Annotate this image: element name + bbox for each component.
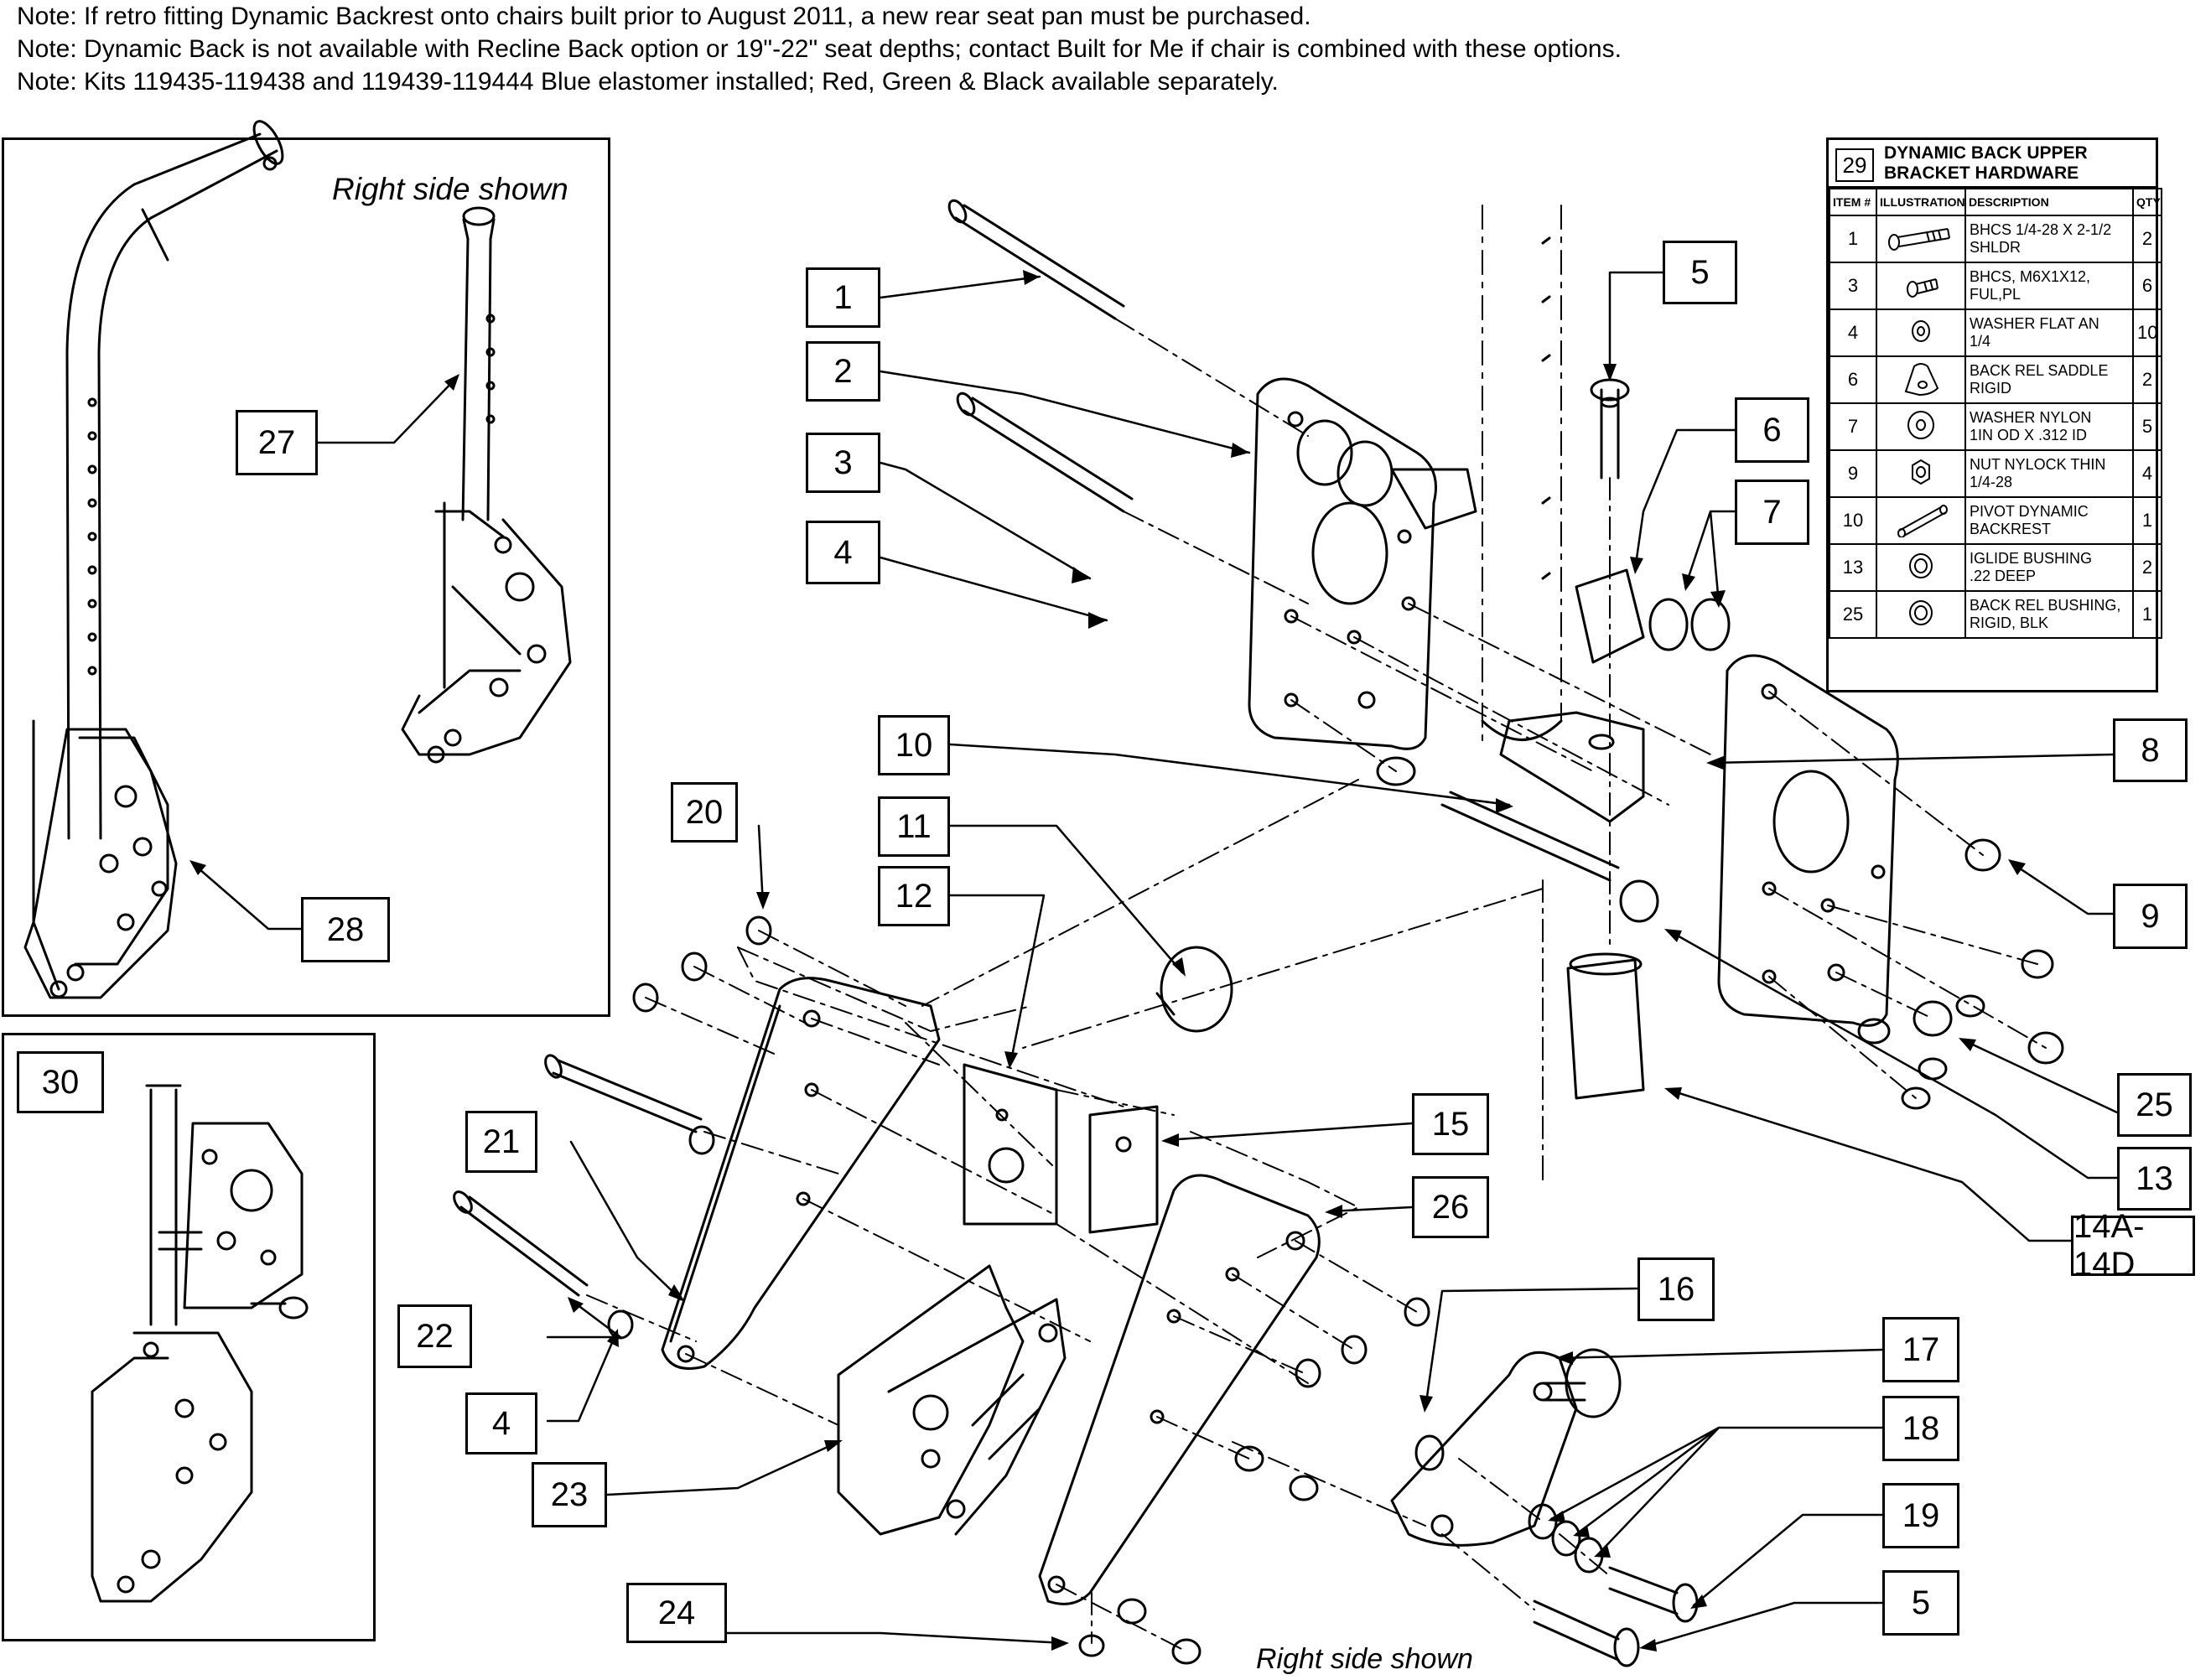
small-hardware-drawings (607, 915, 1430, 1665)
saddle-icon (1876, 355, 1966, 404)
callout-25: 25 (2117, 1073, 2192, 1137)
callout-9: 9 (2113, 884, 2188, 949)
mechanism-body-drawing (837, 1264, 1067, 1536)
hardware-table-number: 29 (1835, 148, 1874, 182)
callout-3: 3 (806, 433, 880, 493)
callout-10: 10 (878, 715, 950, 775)
callout-28: 28 (301, 897, 390, 962)
column-header: QTY (2132, 188, 2162, 216)
callout-12: 12 (878, 866, 950, 926)
washer-icon (1876, 309, 1966, 357)
hardware-table-grid: ITEM # ILLUSTRATION DESCRIPTION QTY 1 BH… (1829, 188, 2162, 639)
adjustment-holes (87, 397, 97, 676)
lower-bracket-plates (661, 977, 1321, 1605)
callout-21: 21 (465, 1111, 537, 1173)
table-row: 13 IGLIDE BUSHING.22 DEEP 2 (1829, 543, 2162, 592)
column-header: ILLUSTRATION (1876, 188, 1966, 216)
note-line: Note: Kits 119435-119438 and 119439-1194… (17, 68, 1279, 96)
callout-26: 26 (1412, 1176, 1489, 1238)
hardware-table-header: 29 DYNAMIC BACK UPPER BRACKET HARDWARE (1829, 140, 2156, 188)
table-row: 25 BACK REL BUSHING,RIGID, BLK 1 (1829, 590, 2162, 639)
screw-icon (1876, 215, 1966, 263)
main-caption: Right side shown (1256, 1643, 1473, 1675)
callout-7: 7 (1735, 480, 1809, 545)
note-line: Note: If retro fitting Dynamic Backrest … (17, 3, 1311, 30)
notes-block: Note: If retro fitting Dynamic Backrest … (17, 0, 1861, 98)
inset-caption: Right side shown (332, 172, 568, 206)
backrest-post-drawing (1481, 205, 1645, 823)
callout-17: 17 (1882, 1317, 1959, 1382)
callout-19: 19 (1882, 1483, 1959, 1548)
hardware-table-title: DYNAMIC BACK UPPER BRACKET HARDWARE (1884, 143, 2088, 183)
callout-5-lower: 5 (1882, 1570, 1959, 1636)
callout-14a-14d: 14A-14D (2071, 1208, 2195, 1283)
callout-15: 15 (1412, 1093, 1489, 1155)
bushing-icon (1876, 590, 1966, 639)
callout-30: 30 (17, 1051, 104, 1113)
callout-24: 24 (626, 1583, 727, 1643)
callout-8: 8 (2113, 718, 2188, 782)
callout-6: 6 (1735, 397, 1809, 463)
assembled-mechanism-drawing (91, 1084, 309, 1603)
linkage-arm-drawing (1390, 1348, 1699, 1667)
callout-5: 5 (1663, 241, 1737, 304)
arrowheads (189, 270, 2026, 1651)
callout-22: 22 (397, 1304, 472, 1368)
pin-icon (1876, 496, 1966, 545)
callout-4: 4 (806, 521, 880, 584)
bushing-icon (1876, 543, 1966, 592)
table-header-row: ITEM # ILLUSTRATION DESCRIPTION QTY (1829, 188, 2162, 216)
leader-lines (191, 271, 2119, 1649)
callout-2: 2 (806, 341, 880, 402)
callout-1: 1 (806, 267, 880, 328)
screw-icon (1876, 262, 1966, 310)
callout-27: 27 (236, 410, 318, 475)
column-header: DESCRIPTION (1964, 188, 2134, 216)
inset-frame-bottom-left (2, 1033, 376, 1641)
callout-13: 13 (2117, 1147, 2192, 1211)
table-row: 3 BHCS, M6X1X12,FUL,PL 6 (1829, 262, 2162, 310)
nut-icon (1876, 449, 1966, 498)
fastener-drawings (453, 199, 2064, 1297)
callout-16: 16 (1637, 1257, 1715, 1321)
assembly-lines (586, 318, 2047, 1652)
callout-18: 18 (1882, 1396, 1959, 1461)
note-line: Note: Dynamic Back is not available with… (17, 35, 1622, 63)
callout-23: 23 (532, 1462, 607, 1527)
callout-4-lower: 4 (465, 1392, 537, 1454)
upper-bracket-plates (1248, 377, 1899, 1027)
callout-11: 11 (878, 796, 950, 857)
washer-icon (1876, 402, 1966, 451)
callout-20: 20 (671, 782, 738, 843)
back-cane-assembly-drawing (23, 120, 572, 999)
column-header: ITEM # (1829, 188, 1877, 216)
hardware-table: 29 DYNAMIC BACK UPPER BRACKET HARDWARE I… (1826, 137, 2162, 692)
